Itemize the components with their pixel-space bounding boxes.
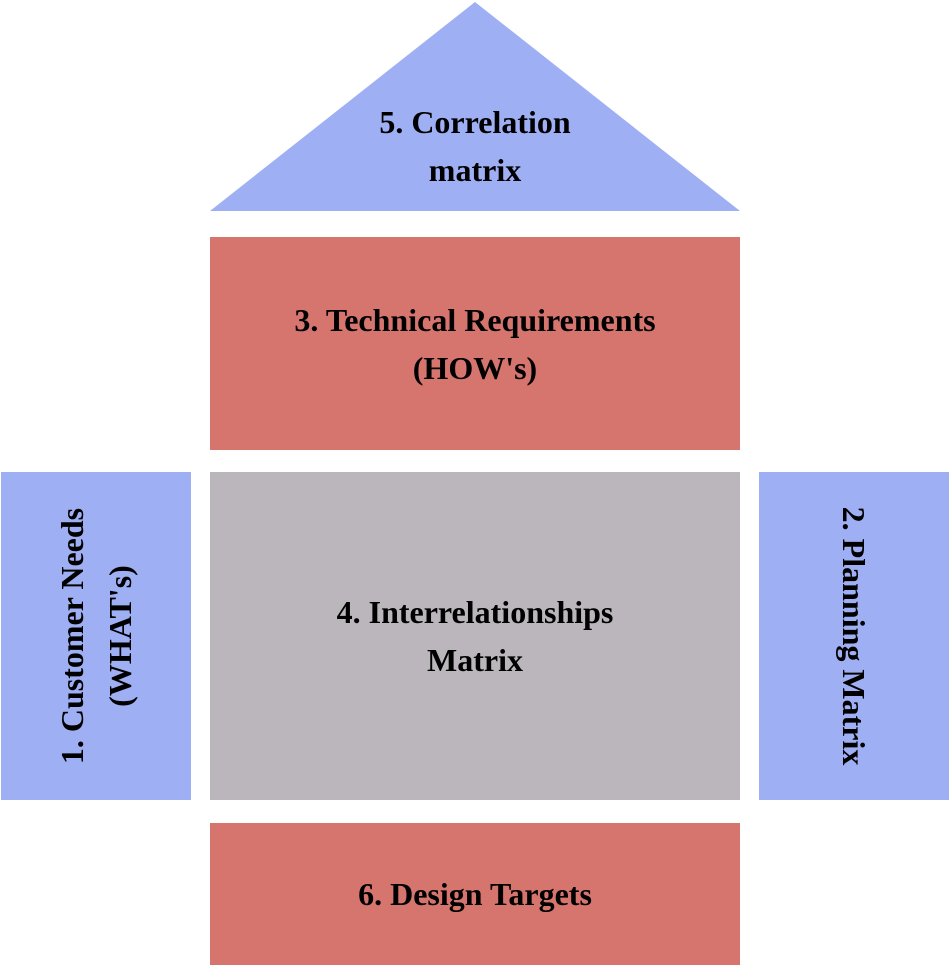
correlation-matrix-label: 5. Correlation matrix bbox=[210, 98, 740, 194]
design-targets-label: 6. Design Targets bbox=[358, 870, 592, 918]
correlation-matrix-triangle bbox=[210, 2, 740, 211]
planning-matrix-line1: 2. Planning Matrix bbox=[836, 506, 872, 766]
correlation-matrix-line2: matrix bbox=[428, 152, 522, 188]
interrelationships-line2: Matrix bbox=[427, 642, 523, 678]
design-targets-block: 6. Design Targets bbox=[210, 823, 740, 965]
interrelationships-matrix-label: 4. Interrelationships Matrix bbox=[337, 588, 614, 684]
planning-matrix-label: 2. Planning Matrix bbox=[830, 507, 878, 766]
planning-matrix-block: 2. Planning Matrix bbox=[759, 472, 949, 800]
correlation-matrix-roof: 5. Correlation matrix bbox=[210, 2, 740, 211]
technical-requirements-line2: (HOW's) bbox=[412, 349, 538, 386]
technical-requirements-block: 3. Technical Requirements (HOW's) bbox=[210, 237, 740, 450]
customer-needs-line1: 1. Customer Needs bbox=[54, 507, 90, 765]
customer-needs-line2: (WHAT's) bbox=[102, 565, 138, 707]
interrelationships-line1: 4. Interrelationships bbox=[336, 594, 614, 630]
design-targets-line1: 6. Design Targets bbox=[358, 876, 592, 912]
technical-requirements-label: 3. Technical Requirements (HOW's) bbox=[294, 296, 655, 392]
customer-needs-label: 1. Customer Needs (WHAT's) bbox=[48, 508, 144, 764]
correlation-matrix-line1: 5. Correlation bbox=[379, 104, 571, 140]
customer-needs-block: 1. Customer Needs (WHAT's) bbox=[1, 472, 191, 800]
interrelationships-matrix-block: 4. Interrelationships Matrix bbox=[210, 472, 740, 800]
technical-requirements-line1: 3. Technical Requirements bbox=[294, 301, 656, 338]
